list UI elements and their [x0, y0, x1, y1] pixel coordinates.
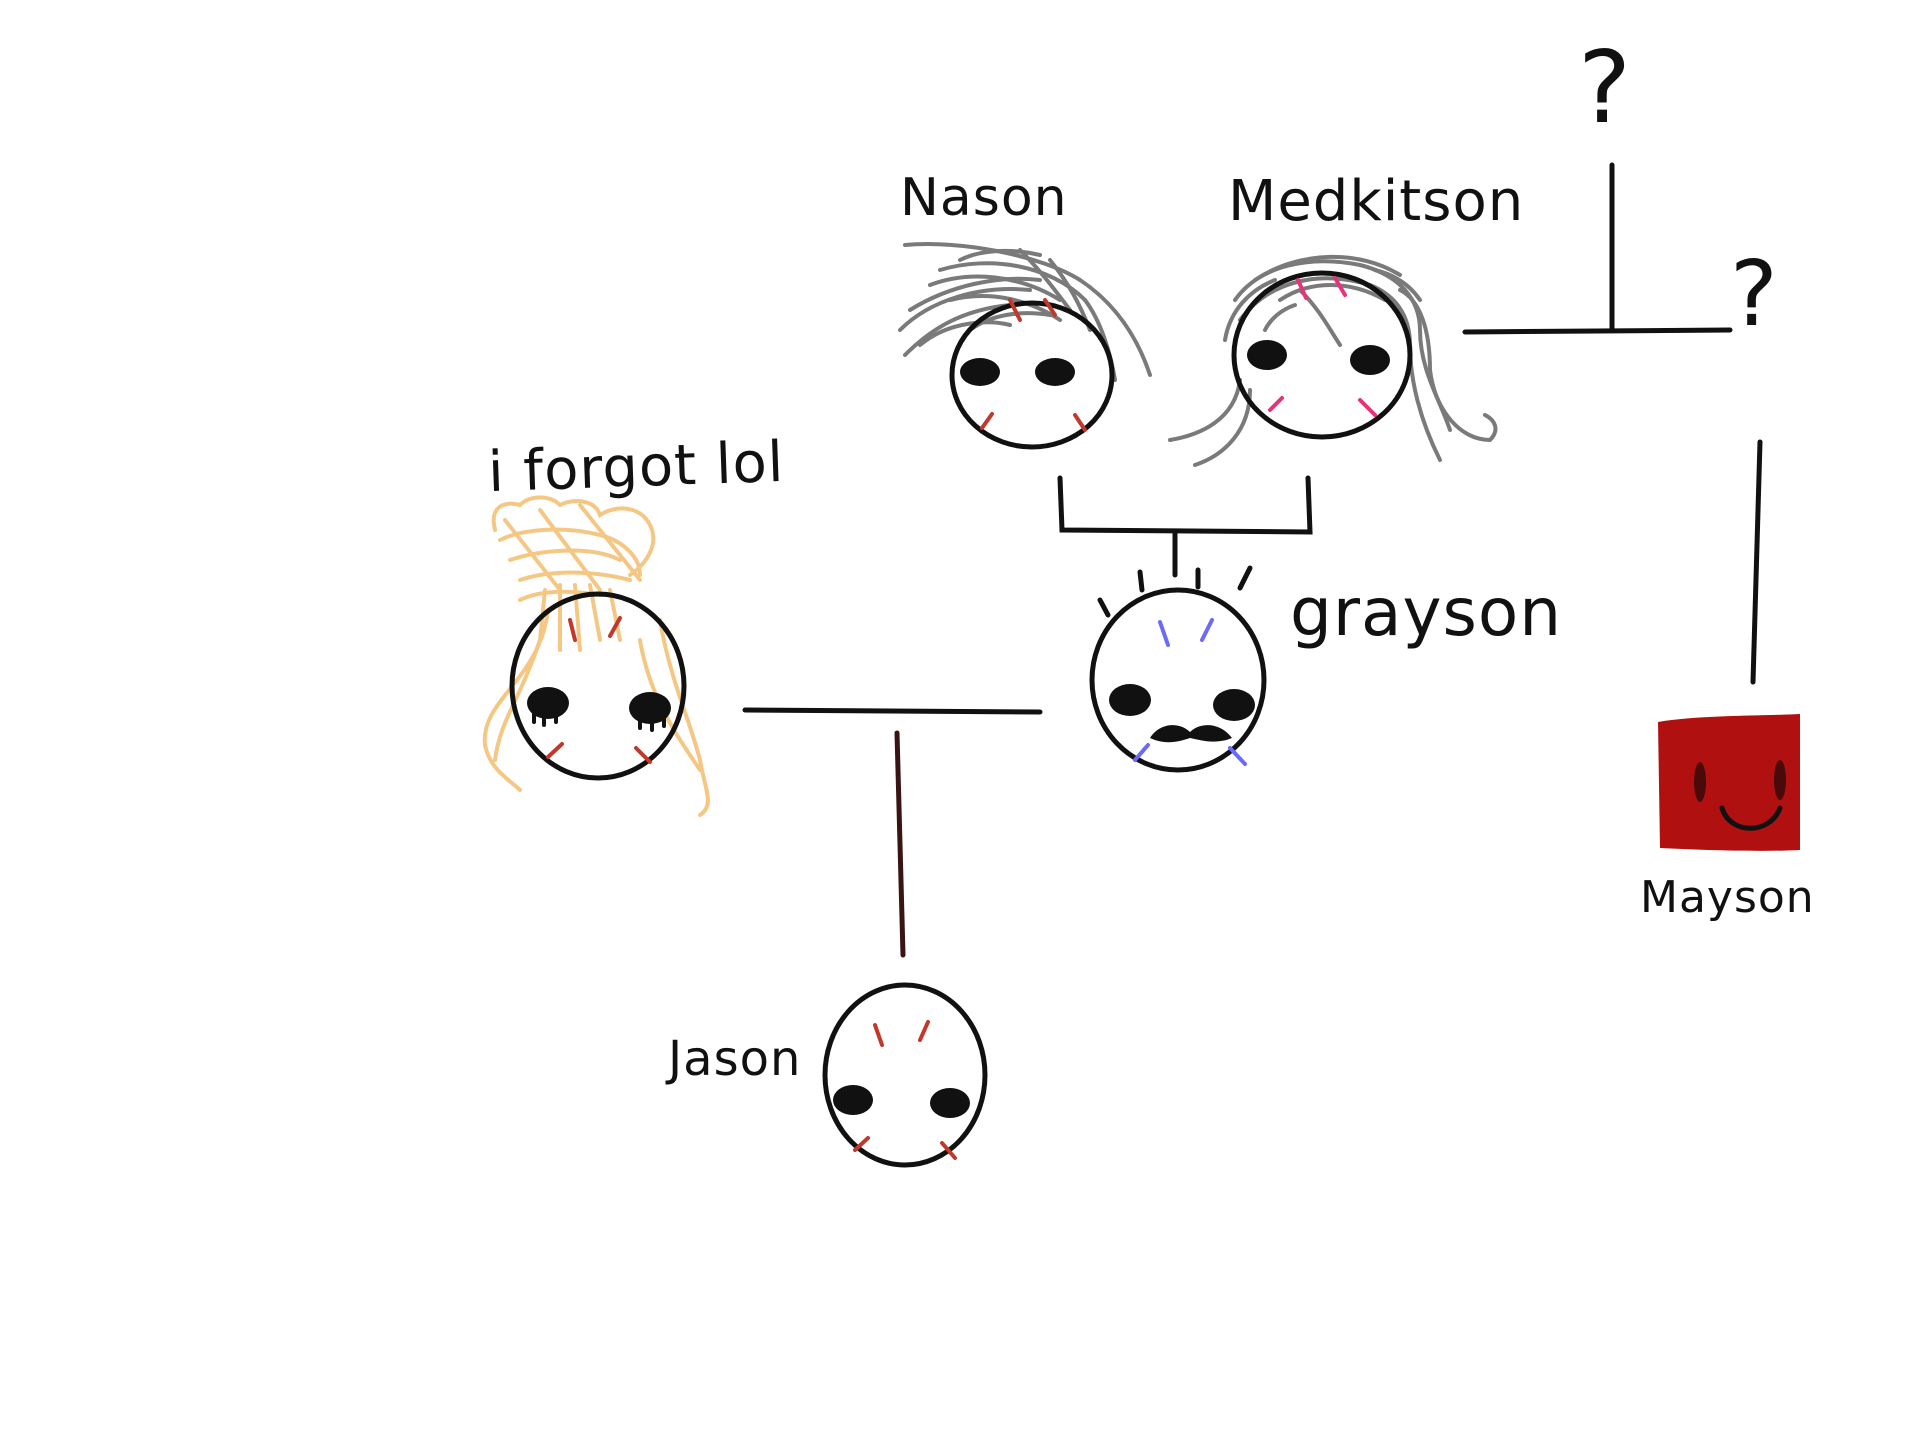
grayson-left-eye — [1109, 684, 1151, 716]
jason-cheeks — [855, 1022, 955, 1158]
label-grayson: grayson — [1290, 580, 1562, 646]
medkitson-hair — [1170, 257, 1495, 465]
grayson-mustache — [1150, 725, 1232, 742]
jason-head — [825, 985, 985, 1165]
unknown-to-mayson-line — [1753, 442, 1760, 682]
mayson-person — [1658, 714, 1800, 851]
grayson-right-eye — [1213, 689, 1255, 721]
jason-person — [825, 985, 985, 1165]
nason-right-eye — [1035, 358, 1075, 386]
medkitson-left-eye — [1247, 340, 1287, 370]
jason-left-eye — [833, 1085, 873, 1115]
medkitson-person — [1170, 257, 1495, 465]
label-medkitson: Medkitson — [1228, 174, 1524, 230]
medkitson-right-eye — [1350, 345, 1390, 375]
parents-bracket — [1060, 478, 1310, 532]
question-mark-top: ? — [1578, 38, 1632, 138]
union-line — [745, 710, 1040, 712]
label-mayson: Mayson — [1640, 876, 1815, 920]
label-nason: Nason — [900, 172, 1068, 224]
mayson-right-eye — [1774, 760, 1786, 800]
mayson-left-eye — [1694, 762, 1706, 802]
union-to-jason-line — [897, 733, 903, 955]
grayson-head — [1092, 590, 1264, 770]
jason-right-eye — [930, 1088, 970, 1118]
nason-left-eye — [960, 358, 1000, 386]
medkitson-partner-line — [1465, 330, 1730, 332]
label-iforgot: i forgot lol — [487, 435, 785, 501]
iforgot-person — [485, 498, 708, 816]
nason-person — [900, 244, 1150, 447]
label-jason: Jason — [668, 1035, 801, 1083]
grayson-person — [1092, 568, 1264, 770]
question-mark-right: ? — [1730, 250, 1779, 340]
